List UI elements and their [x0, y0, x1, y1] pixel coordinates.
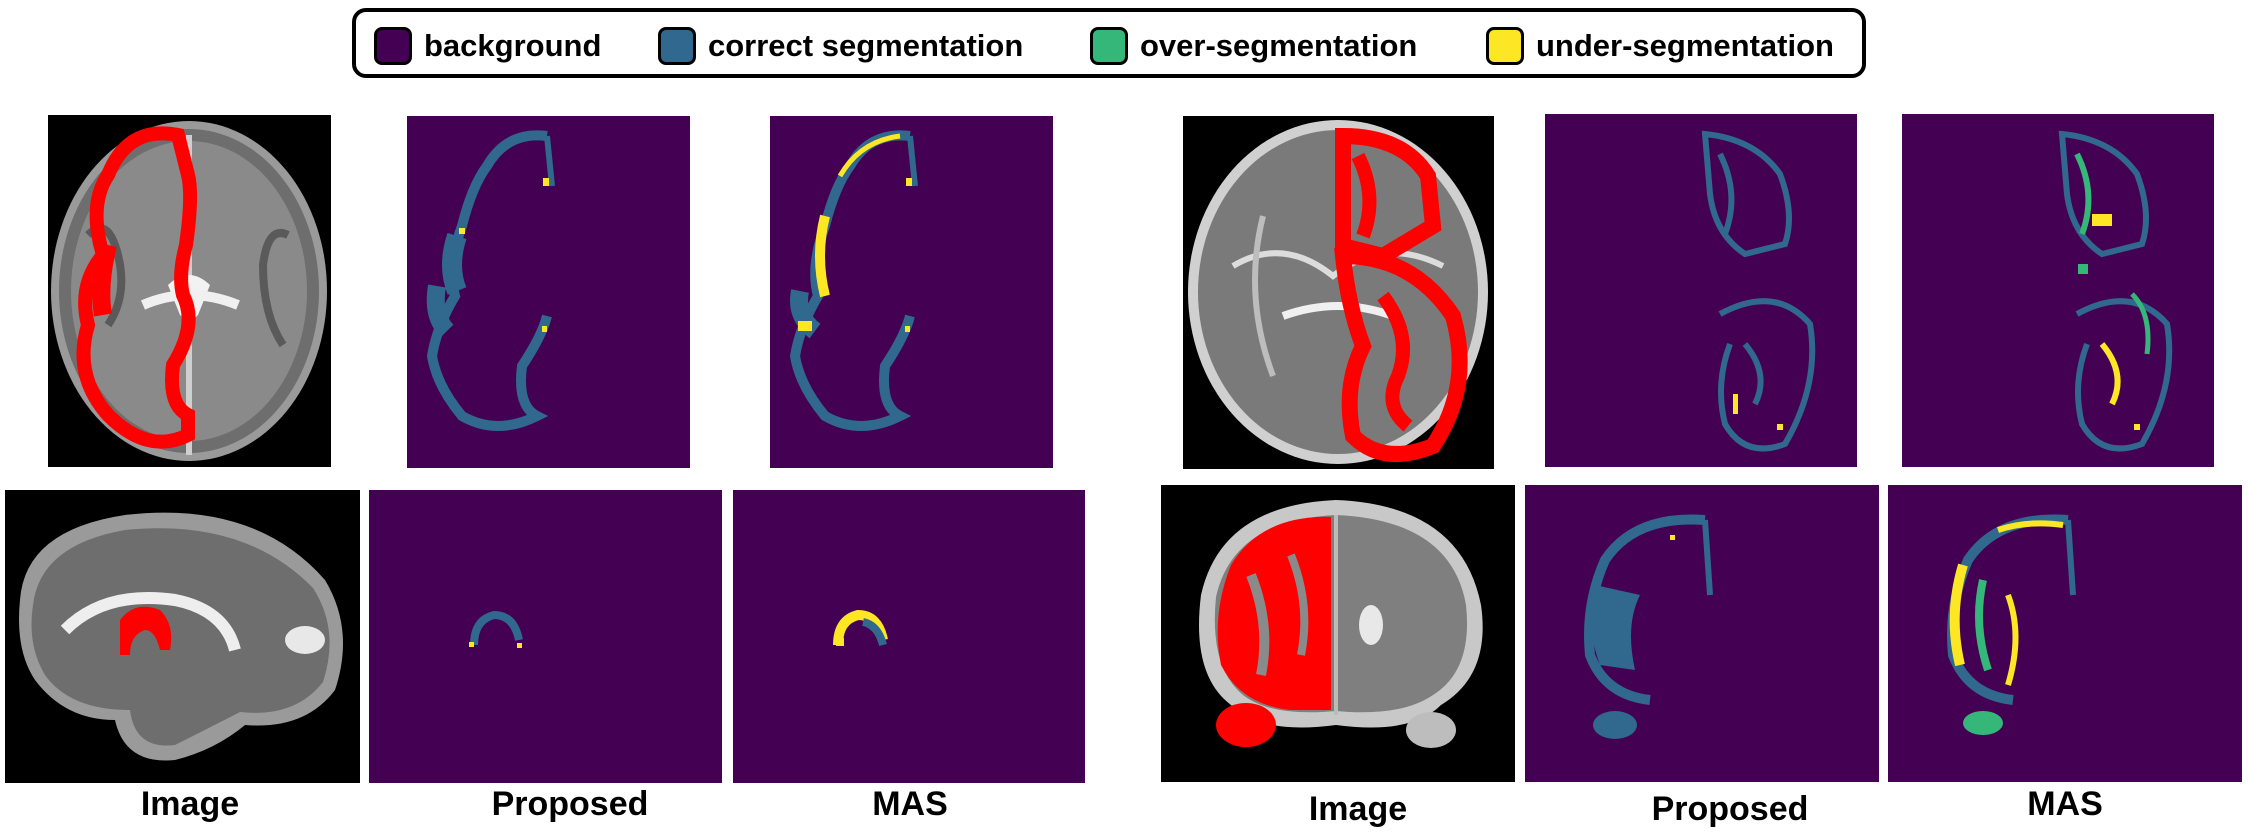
mri-axial-image [1188, 120, 1488, 464]
legend-label: background [424, 28, 602, 63]
legend-label: over-segmentation [1140, 28, 1418, 63]
legend-label: correct segmentation [708, 28, 1024, 63]
legend: background correct segmentation over-seg… [352, 8, 1866, 78]
proposed-panel-coronal [1525, 485, 1879, 782]
legend-item-under: under-segmentation [1486, 26, 1834, 66]
proposed-segmentation [469, 610, 523, 648]
mas-panel-coronal [1888, 485, 2242, 782]
mas-segmentation [2058, 130, 2173, 452]
image-panel-sagittal [5, 490, 360, 783]
mas-segmentation [1947, 514, 2076, 735]
mri-coronal-image [1199, 500, 1483, 748]
legend-item-background: background [374, 26, 601, 66]
proposed-segmentation [1701, 130, 1816, 452]
mas-panel-axial-2 [1902, 114, 2214, 467]
image-panel-axial-2 [1183, 116, 1494, 469]
caption-mas-right: MAS [2027, 785, 2103, 823]
proposed-panel-axial-2 [1545, 114, 1857, 467]
image-panel-coronal [1161, 485, 1515, 782]
proposed-segmentation [1584, 514, 1713, 739]
proposed-panel-sagittal [369, 490, 722, 783]
caption-image-left: Image [140, 785, 240, 823]
proposed-panel-axial-1 [407, 116, 690, 468]
caption-mas-left: MAS [872, 785, 948, 823]
legend-item-correct: correct segmentation [658, 26, 1023, 66]
caption-image-right: Image [1308, 790, 1408, 828]
under-swatch [1486, 27, 1524, 65]
background-swatch [374, 27, 412, 65]
correct-swatch [658, 27, 696, 65]
caption-proposed-right: Proposed [1651, 790, 1809, 828]
mas-panel-axial-1 [770, 116, 1053, 468]
legend-item-over: over-segmentation [1090, 26, 1417, 66]
mas-segmentation [833, 609, 888, 647]
legend-label: under-segmentation [1536, 28, 1834, 63]
caption-proposed-left: Proposed [491, 785, 649, 823]
over-swatch [1090, 27, 1128, 65]
proposed-segmentation [426, 130, 555, 431]
mri-axial-image [51, 121, 327, 461]
mas-segmentation [789, 130, 918, 431]
mas-panel-sagittal [733, 490, 1085, 783]
image-panel-axial-1 [48, 115, 331, 467]
mri-sagittal-image [19, 512, 343, 761]
